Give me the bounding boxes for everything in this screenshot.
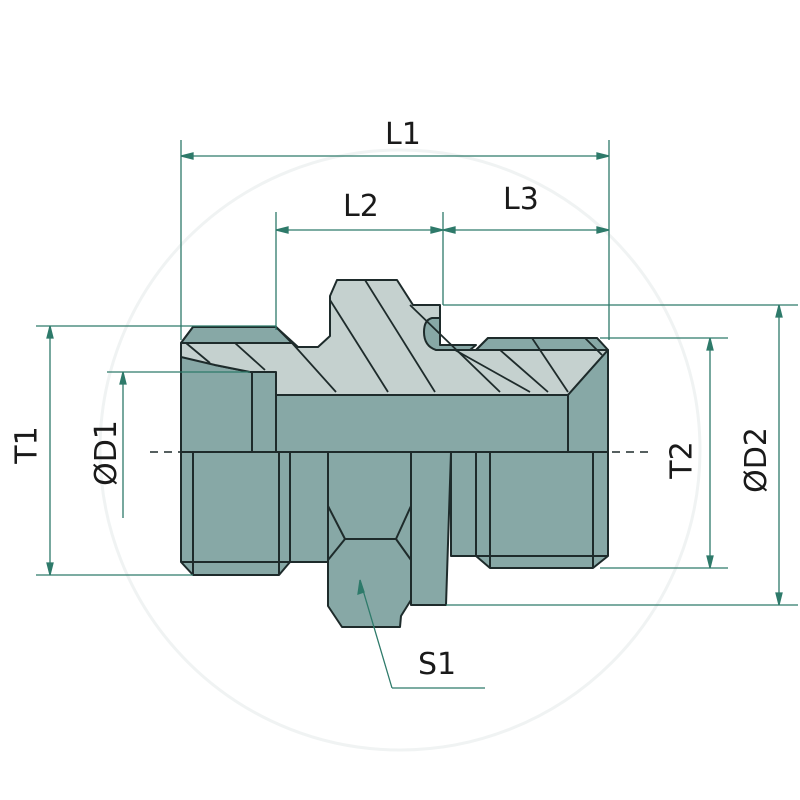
dimension-label-l2: L2 (343, 189, 379, 224)
dimension-label-d1: ØD1 (88, 420, 124, 486)
dimension-label-l3: L3 (503, 182, 539, 217)
dimension-label-l1: L1 (385, 117, 421, 152)
dimension-lines (36, 140, 798, 689)
dimension-label-t2: T2 (664, 441, 700, 479)
watermark-circle (98, 148, 702, 752)
dimension-label-s1: S1 (418, 647, 457, 682)
dimension-label-t1: T1 (9, 426, 45, 464)
fitting-body-upper (180, 279, 609, 453)
fitting-body-lower (180, 451, 609, 628)
dimension-label-d2: ØD2 (738, 427, 774, 493)
